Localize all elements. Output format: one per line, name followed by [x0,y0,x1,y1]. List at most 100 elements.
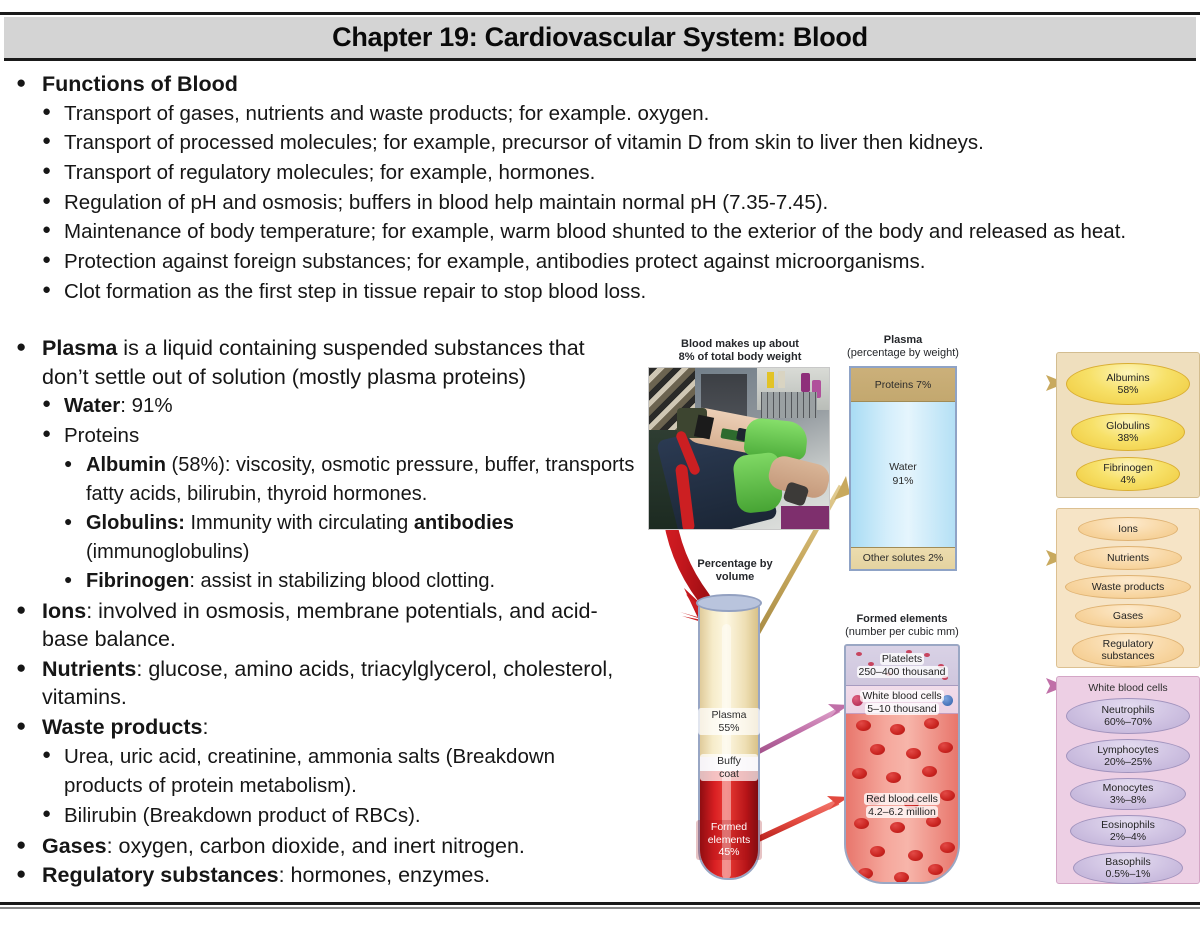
top-divider [0,12,1200,15]
list-item: ●Transport of regulatory molecules; for … [42,158,1191,188]
regulatory-term: Regulatory substances [42,863,279,888]
list-item: ● Transport of gases, nutrients and waste… [42,99,1191,129]
plasma-column-title: Plasma [883,334,923,346]
list-item: ● Transport of processed molecules; for e… [42,128,1191,158]
list-item-label: Maintenance of body temperature; for exa… [64,220,1127,244]
tube-caption-line2: volume [715,571,755,584]
formed-elements-subtitle: (number per cubic mm) [845,626,959,639]
plasma-desc: is a liquid containing suspended substan… [42,336,585,389]
white-blood-cells-panel: White blood cells Neutrophils 60%–70% Ly… [1056,676,1200,884]
tube-buffy-line2: coat [719,767,739,780]
bullet-dot-icon: ● [42,132,52,150]
oval-globulins: Globulins 38% [1071,413,1185,451]
list-item: ● Maintenance of body temperature; for ex… [42,217,1191,247]
plasma-column-caption: Plasma (percentage by weight) [836,334,970,361]
list-item-label: Bilirubin (Breakdown product of RBCs). [64,804,421,828]
oval-globulins-value: 38% [1117,432,1139,444]
proteins-label: Proteins [64,423,140,447]
rbc-label: Red blood cells [846,793,958,806]
bullet-dot-icon: ● [42,395,52,413]
tube-caption-line1: Percentage by [697,558,773,570]
oval-nutrients: Nutrients [1074,546,1182,570]
oval-gases-name: Gases [1112,609,1144,622]
fibrinogen-desc: : assist in stabilizing blood clotting. [189,569,496,592]
bottom-divider-shadow [0,907,1200,909]
oval-lymphocytes-name: Lymphocytes [1097,743,1159,756]
tube-formed-line1: Formed [710,821,748,833]
list-item-ions: ● Ions: involved in osmosis, membrane po… [16,597,636,654]
oval-ions-name: Ions [1118,522,1138,535]
regulatory-desc: : hormones, enzymes. [278,863,491,888]
plasma-solutes-panel: Ions Nutrients Waste products Gases Regu… [1056,508,1200,668]
oval-albumins-name: Albumins [1106,371,1150,384]
list-item-label: Transport of processed molecules; for ex… [64,131,984,155]
list-item: ●Regulation of pH and osmosis; buffers i… [42,188,1191,218]
oval-waste-products: Waste products [1065,575,1191,599]
list-item-proteins: ● Proteins ● Albumin (58%): viscosity, o… [42,421,636,596]
oval-albumins-value: 58% [1117,384,1139,396]
list-item-waste: ● Waste products: ●Urea, uric acid, crea… [16,713,636,831]
list-item-globulins: ● Globulins: Immunity with circulating a… [64,509,636,567]
tube-plasma-name: Plasma [711,709,747,721]
plasma-proteins-panel: Albumins 58% Globulins 38% Fibrinogen 4% [1056,352,1200,498]
tube-buffy-label: Buffy coat [700,754,758,782]
page-title: Chapter 19: Cardiovascular System: Blood [332,22,868,52]
plasma-sublist: ● Water: 91% ● Proteins ● Albumin (58%):… [42,391,636,595]
photo-caption: Blood makes up about 8% of total body we… [642,338,838,365]
list-item-label: Transport of gases, nutrients and waste … [64,101,710,125]
proteins-sublist: ● Albumin (58%): viscosity, osmotic pres… [64,451,636,596]
oval-regulatory-line2: substances [1101,650,1155,662]
oval-monocytes: Monocytes 3%–8% [1070,778,1186,810]
oval-nutrients-name: Nutrients [1106,551,1149,564]
gases-desc: : oxygen, carbon dioxide, and inert nitr… [106,833,525,858]
list-item: ●Protection against foreign substances; … [42,247,1191,277]
functions-list-l2: ● Transport of gases, nutrients and waste… [42,99,1191,307]
bullet-dot-icon: ● [42,102,52,120]
bullet-dot-icon: ● [16,864,27,884]
wbc-name: White blood cells [860,690,944,702]
wbc-value-label: 5–10 thousand [846,703,958,716]
plasma-proteins-band: Proteins 7% [851,368,955,403]
oval-waste-products-name: Waste products [1091,580,1165,593]
list-item-regulatory: ● Regulatory substances: hormones, enzym… [16,861,636,890]
list-item-fibrinogen: ● Fibrinogen: assist in stabilizing bloo… [64,567,636,596]
antibodies-term: antibodies [413,511,514,534]
list-item-plasma: ● Plasma is a liquid containing suspende… [16,334,636,596]
bullet-dot-icon: ● [42,162,52,180]
oval-regulatory-substances: Regulatory substances [1072,633,1184,667]
rbc-name: Red blood cells [864,793,940,805]
list-item: ●Clot formation as the first step in tis… [42,277,1191,307]
tube-formed-label: Formed elements 45% [696,820,762,860]
bullet-dot-icon: ● [42,745,52,763]
waste-desc: : [202,715,209,739]
oval-neutrophils: Neutrophils 60%–70% [1066,698,1190,734]
oval-eosinophils-value: 2%–4% [1109,831,1147,843]
plasma-composition-column: Proteins 7% Water 91% Other solutes 2% [849,366,957,571]
photo-caption-line2: 8% of total body weight [678,351,802,364]
plasma-other-solutes-band: Other solutes 2% [851,546,955,569]
albumin-term: Albumin [86,453,166,476]
waste-term: Waste products [42,715,203,739]
wbc-panel-title: White blood cells [1088,682,1168,694]
oval-monocytes-name: Monocytes [1102,781,1154,794]
ions-term: Ions [42,598,87,623]
globulins-desc: Immunity with circulating [184,511,414,534]
plasma-line: Plasma is a liquid containing suspended … [42,334,636,391]
oval-fibrinogen-name: Fibrinogen [1103,461,1153,474]
oval-basophils-value: 0.5%–1% [1105,868,1151,880]
functions-section: ● Functions of Blood ●Transport of gases… [16,70,1191,308]
tube-rim [696,594,762,612]
oval-neutrophils-value: 60%–70% [1104,716,1152,728]
centrifuged-blood-tube: Plasma 55% Buffy coat Formed elements 45… [684,588,780,888]
platelets-name: Platelets [879,653,925,665]
list-item-label: Urea, uric acid, creatinine, ammonia sal… [64,744,556,798]
composition-section: ● Plasma is a liquid containing suspende… [16,334,636,891]
blood-composition-figure: Blood makes up about 8% of total body we… [636,334,1200,896]
globulins-tail: (immunoglobulins) [86,540,250,563]
bullet-dot-icon: ● [42,221,52,239]
formed-elements-caption: Formed elements (number per cubic mm) [832,613,972,640]
list-item-nutrients: ● Nutrients: glucose, amino acids, triac… [16,655,636,712]
platelets-value: 250–400 thousand [856,666,948,678]
plasma-term: Plasma [42,336,118,360]
